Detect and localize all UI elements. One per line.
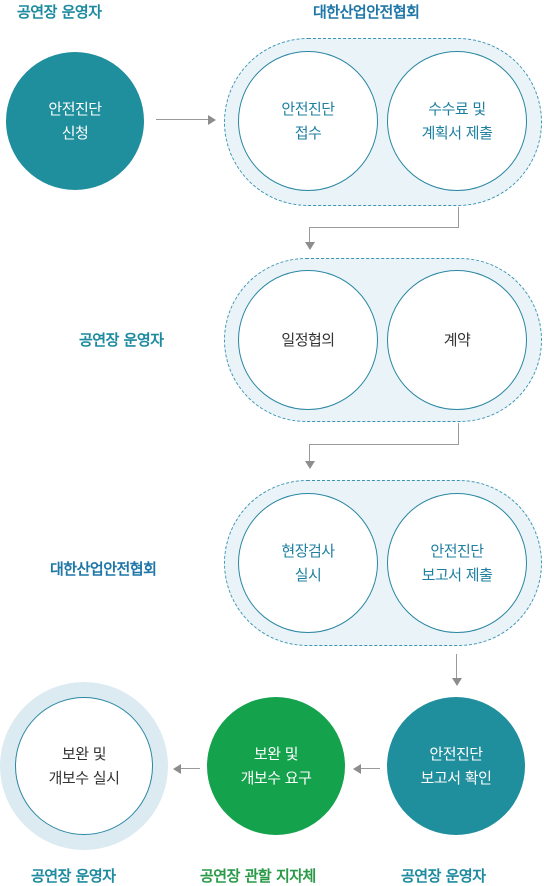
label-venue-operator-bottom-left: 공연장 운영자 xyxy=(31,867,116,885)
step-contract: 계약 xyxy=(387,270,527,410)
connector-line xyxy=(360,768,380,769)
arrow-down-icon xyxy=(305,242,315,250)
arrow-left-icon xyxy=(173,764,181,774)
connector-line xyxy=(458,207,459,228)
arrow-left-icon xyxy=(353,764,361,774)
label-venue-operator-row2: 공연장 운영자 xyxy=(79,331,164,349)
label-local-government: 공연장 관할 지자체 xyxy=(200,867,316,885)
connector-line xyxy=(180,768,200,769)
connector-line xyxy=(309,227,310,243)
connector-line xyxy=(458,423,459,445)
step-schedule-consult: 일정협의 xyxy=(238,270,378,410)
step-site-inspection: 현장검사 실시 xyxy=(238,493,378,633)
step-apply-diagnosis: 안전진단 신청 xyxy=(6,52,144,190)
label-safety-association-top: 대한산업안전협회 xyxy=(313,3,420,21)
connector-line xyxy=(309,444,310,462)
step-perform-repair: 보완 및 개보수 실시 xyxy=(15,697,153,835)
label-venue-operator-bottom-right: 공연장 운영자 xyxy=(401,867,486,885)
label-safety-association-row3: 대한산업안전협회 xyxy=(50,560,157,578)
arrow-down-icon xyxy=(452,678,462,686)
arrow-right-icon xyxy=(208,115,216,125)
connector-line xyxy=(156,119,210,120)
connector-line xyxy=(456,654,457,678)
step-request-repair: 보완 및 개보수 요구 xyxy=(207,697,345,835)
step-report-confirm: 안전진단 보고서 확인 xyxy=(387,697,525,835)
step-receive-diagnosis: 안전진단 접수 xyxy=(238,51,378,191)
label-venue-operator-top: 공연장 운영자 xyxy=(17,3,102,21)
connector-line xyxy=(309,444,459,445)
connector-line xyxy=(309,227,459,228)
arrow-down-icon xyxy=(305,461,315,469)
step-report-submit: 안전진단 보고서 제출 xyxy=(387,493,527,633)
step-fee-and-plan: 수수료 및 계획서 제출 xyxy=(387,51,527,191)
